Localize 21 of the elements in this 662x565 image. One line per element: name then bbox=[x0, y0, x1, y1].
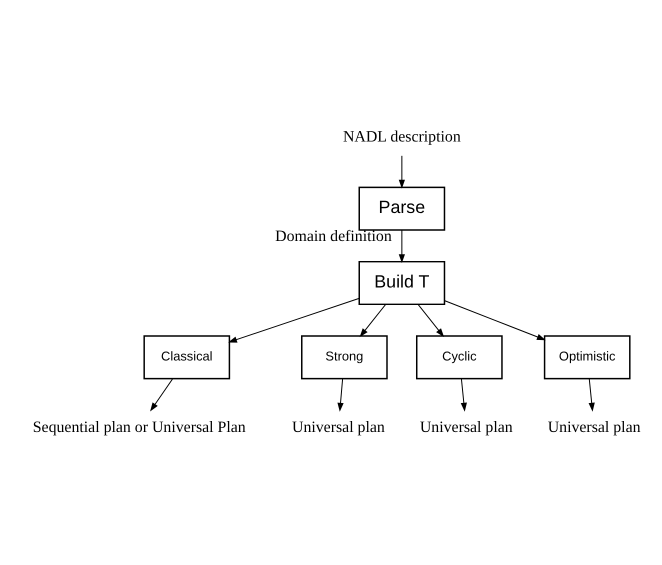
node-text: Universal plan bbox=[292, 418, 385, 436]
arrow bbox=[150, 378, 174, 411]
arrow bbox=[360, 304, 386, 337]
arrow bbox=[398, 154, 405, 188]
arrow bbox=[228, 297, 360, 342]
node-box: Optimistic bbox=[544, 334, 631, 379]
node-box: Parse bbox=[358, 186, 446, 230]
node-box: Cyclic bbox=[416, 334, 503, 379]
arrow bbox=[398, 229, 405, 263]
arrow bbox=[444, 300, 546, 340]
arrow bbox=[418, 304, 444, 337]
node-text: Sequential plan or Universal Plan bbox=[32, 418, 246, 436]
arrow bbox=[337, 378, 344, 412]
node-box: Strong bbox=[301, 334, 388, 379]
node-text: Universal plan bbox=[420, 418, 513, 436]
arrow bbox=[588, 378, 595, 412]
node-text: NADL description bbox=[342, 128, 461, 146]
node-box: Classical bbox=[143, 334, 230, 379]
node-box: Build T bbox=[358, 260, 446, 305]
node-text: Universal plan bbox=[548, 418, 641, 436]
arrow bbox=[460, 378, 467, 412]
